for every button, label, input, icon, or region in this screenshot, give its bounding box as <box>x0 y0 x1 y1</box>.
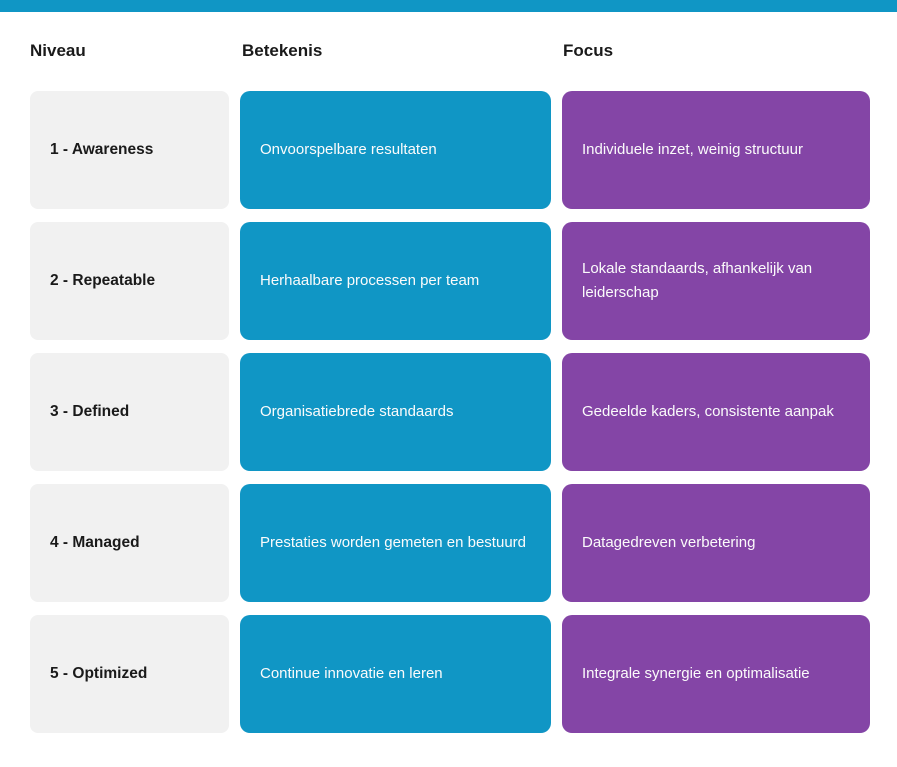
level-label: 2 - Repeatable <box>50 272 156 289</box>
level-label: 4 - Managed <box>50 534 140 551</box>
level-label: 3 - Defined <box>50 403 130 420</box>
maturity-table: Niveau Betekenis Focus 1 - Awareness Onv… <box>0 12 897 733</box>
meaning-cell-optimized: Continue innovatie en leren <box>240 615 551 733</box>
top-accent-bar <box>0 0 897 12</box>
focus-text: Gedeelde kaders, consistente aanpak <box>582 403 834 420</box>
table-header-row: Niveau Betekenis Focus <box>30 40 870 62</box>
column-header-betekenis: Betekenis <box>242 41 323 60</box>
meaning-cell-repeatable: Herhaalbare processen per team <box>240 222 551 340</box>
meaning-cell-defined: Organisatiebrede standaards <box>240 353 551 471</box>
focus-text: Lokale standaards, afhankelijk van leide… <box>582 260 813 301</box>
meaning-text: Organisatiebrede standaards <box>260 403 454 420</box>
level-cell-repeatable: 2 - Repeatable <box>30 222 229 340</box>
level-label: 5 - Optimized <box>50 665 148 682</box>
focus-text: Integrale synergie en optimalisatie <box>582 665 810 682</box>
meaning-text: Onvoorspelbare resultaten <box>260 141 437 158</box>
focus-text: Datagedreven verbetering <box>582 534 756 551</box>
focus-cell-repeatable: Lokale standaards, afhankelijk van leide… <box>562 222 870 340</box>
level-cell-defined: 3 - Defined <box>30 353 229 471</box>
meaning-text: Prestaties worden gemeten en bestuurd <box>260 534 526 551</box>
column-header-niveau: Niveau <box>30 41 86 60</box>
focus-cell-managed: Datagedreven verbetering <box>562 484 870 602</box>
level-cell-optimized: 5 - Optimized <box>30 615 229 733</box>
meaning-cell-managed: Prestaties worden gemeten en bestuurd <box>240 484 551 602</box>
focus-cell-awareness: Individuele inzet, weinig structuur <box>562 91 870 209</box>
focus-text: Individuele inzet, weinig structuur <box>582 141 803 158</box>
focus-cell-defined: Gedeelde kaders, consistente aanpak <box>562 353 870 471</box>
meaning-text: Herhaalbare processen per team <box>260 272 480 289</box>
level-cell-awareness: 1 - Awareness <box>30 91 229 209</box>
table-body: 1 - Awareness Onvoorspelbare resultaten … <box>30 91 870 733</box>
level-label: 1 - Awareness <box>50 141 154 158</box>
focus-cell-optimized: Integrale synergie en optimalisatie <box>562 615 870 733</box>
column-header-focus: Focus <box>563 41 614 60</box>
meaning-cell-awareness: Onvoorspelbare resultaten <box>240 91 551 209</box>
meaning-text: Continue innovatie en leren <box>260 665 443 682</box>
level-cell-managed: 4 - Managed <box>30 484 229 602</box>
